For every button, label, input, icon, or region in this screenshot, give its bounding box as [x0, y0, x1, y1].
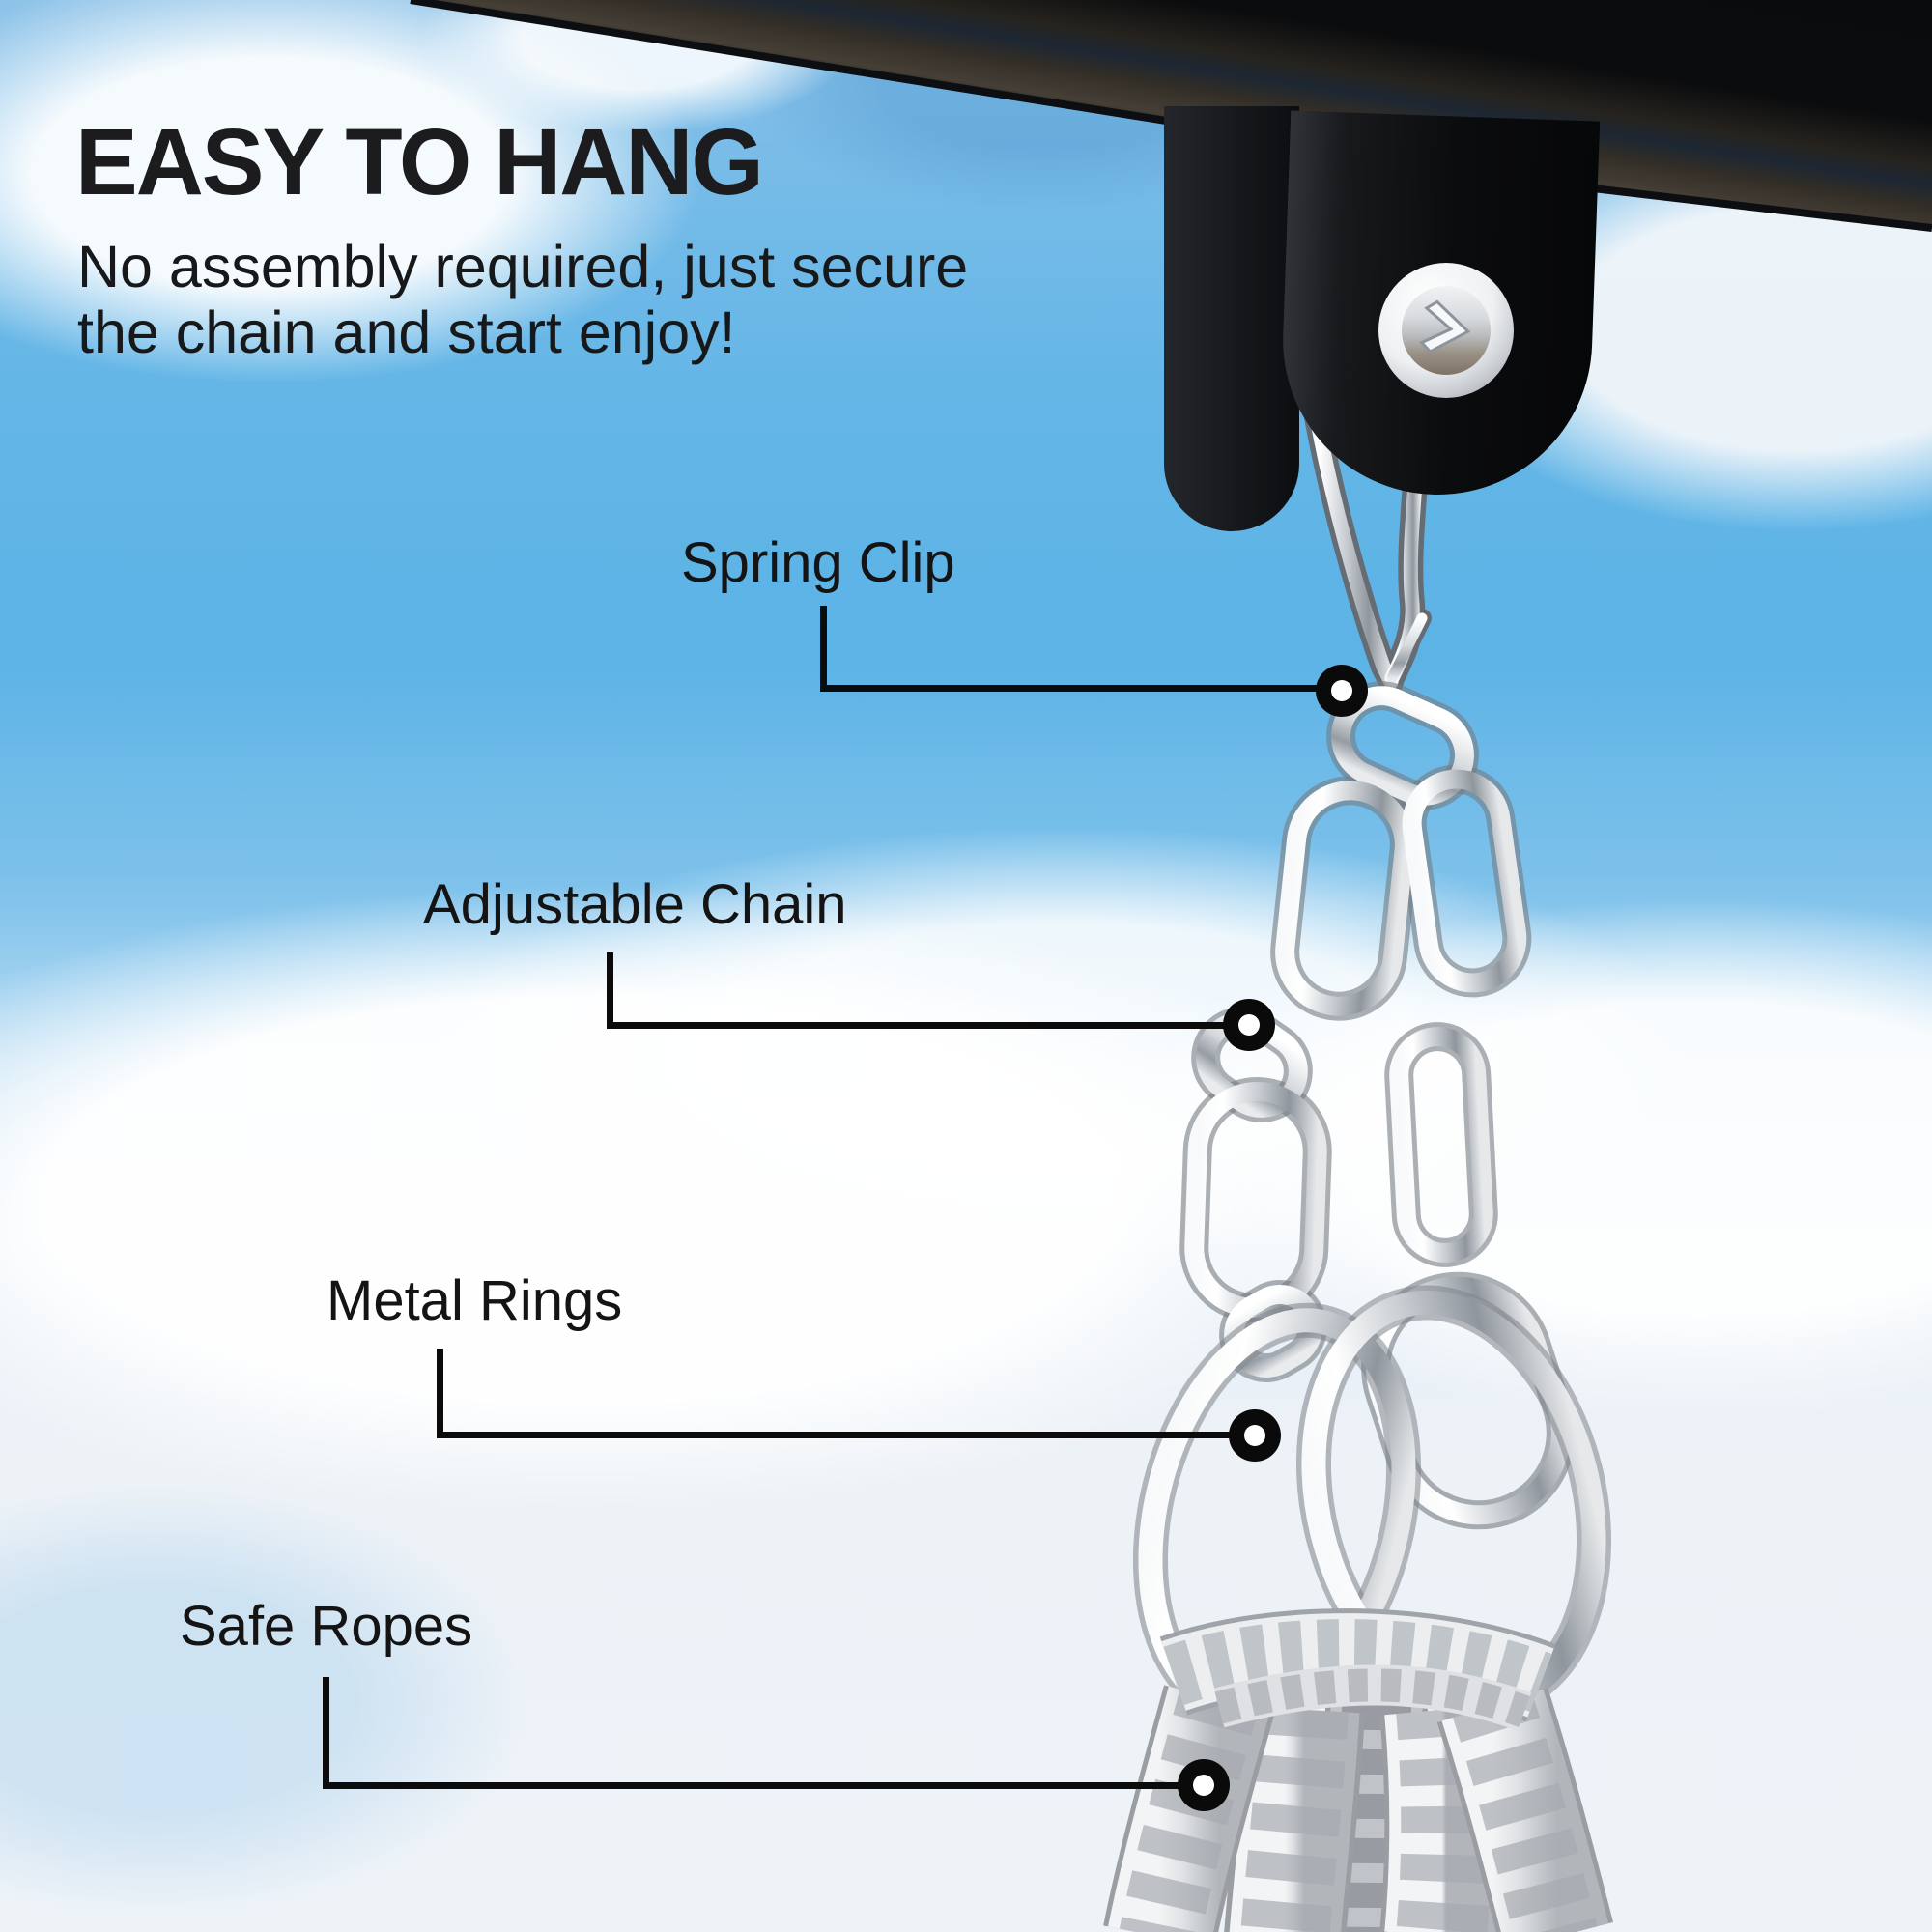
subtitle-line-2: the chain and start enjoy! — [77, 299, 736, 366]
callout-dot-hole — [1193, 1775, 1214, 1796]
page-title: EASY TO HANG — [75, 109, 764, 214]
callout-line-horizontal — [437, 1432, 1233, 1438]
safe-ropes-strands — [1103, 1685, 1614, 1932]
callout-line-vertical — [820, 606, 827, 692]
callout-line-vertical — [323, 1677, 329, 1789]
callout-label-spring-clip: Spring Clip — [681, 531, 955, 594]
callout-label-safe-ropes: Safe Ropes — [180, 1595, 473, 1658]
callout-label-adjustable-chain: Adjustable Chain — [423, 873, 847, 936]
callout-line-horizontal — [323, 1782, 1181, 1789]
callout-dot-icon — [1316, 665, 1368, 717]
callout-dot-hole — [1244, 1425, 1265, 1446]
callout-dot-hole — [1331, 680, 1352, 701]
callout-line-horizontal — [607, 1022, 1230, 1029]
callout-dot-icon — [1178, 1759, 1230, 1811]
callout-line-horizontal — [820, 685, 1322, 692]
subtitle-line-1: No assembly required, just secure — [77, 234, 969, 299]
callout-label-metal-rings: Metal Rings — [327, 1269, 623, 1332]
page-subtitle: No assembly required, just secure the ch… — [77, 234, 968, 366]
callout-dot-icon — [1223, 999, 1275, 1051]
callout-dot-icon — [1229, 1409, 1281, 1462]
safe-ropes-wrap — [1159, 1608, 1556, 1731]
callout-line-vertical — [437, 1349, 443, 1438]
callout-dot-hole — [1238, 1014, 1260, 1036]
mounting-bolt — [1378, 263, 1514, 398]
callout-line-vertical — [607, 952, 613, 1029]
bolt-hex-mark — [1419, 299, 1471, 354]
bracket-back-tab — [1164, 106, 1299, 531]
